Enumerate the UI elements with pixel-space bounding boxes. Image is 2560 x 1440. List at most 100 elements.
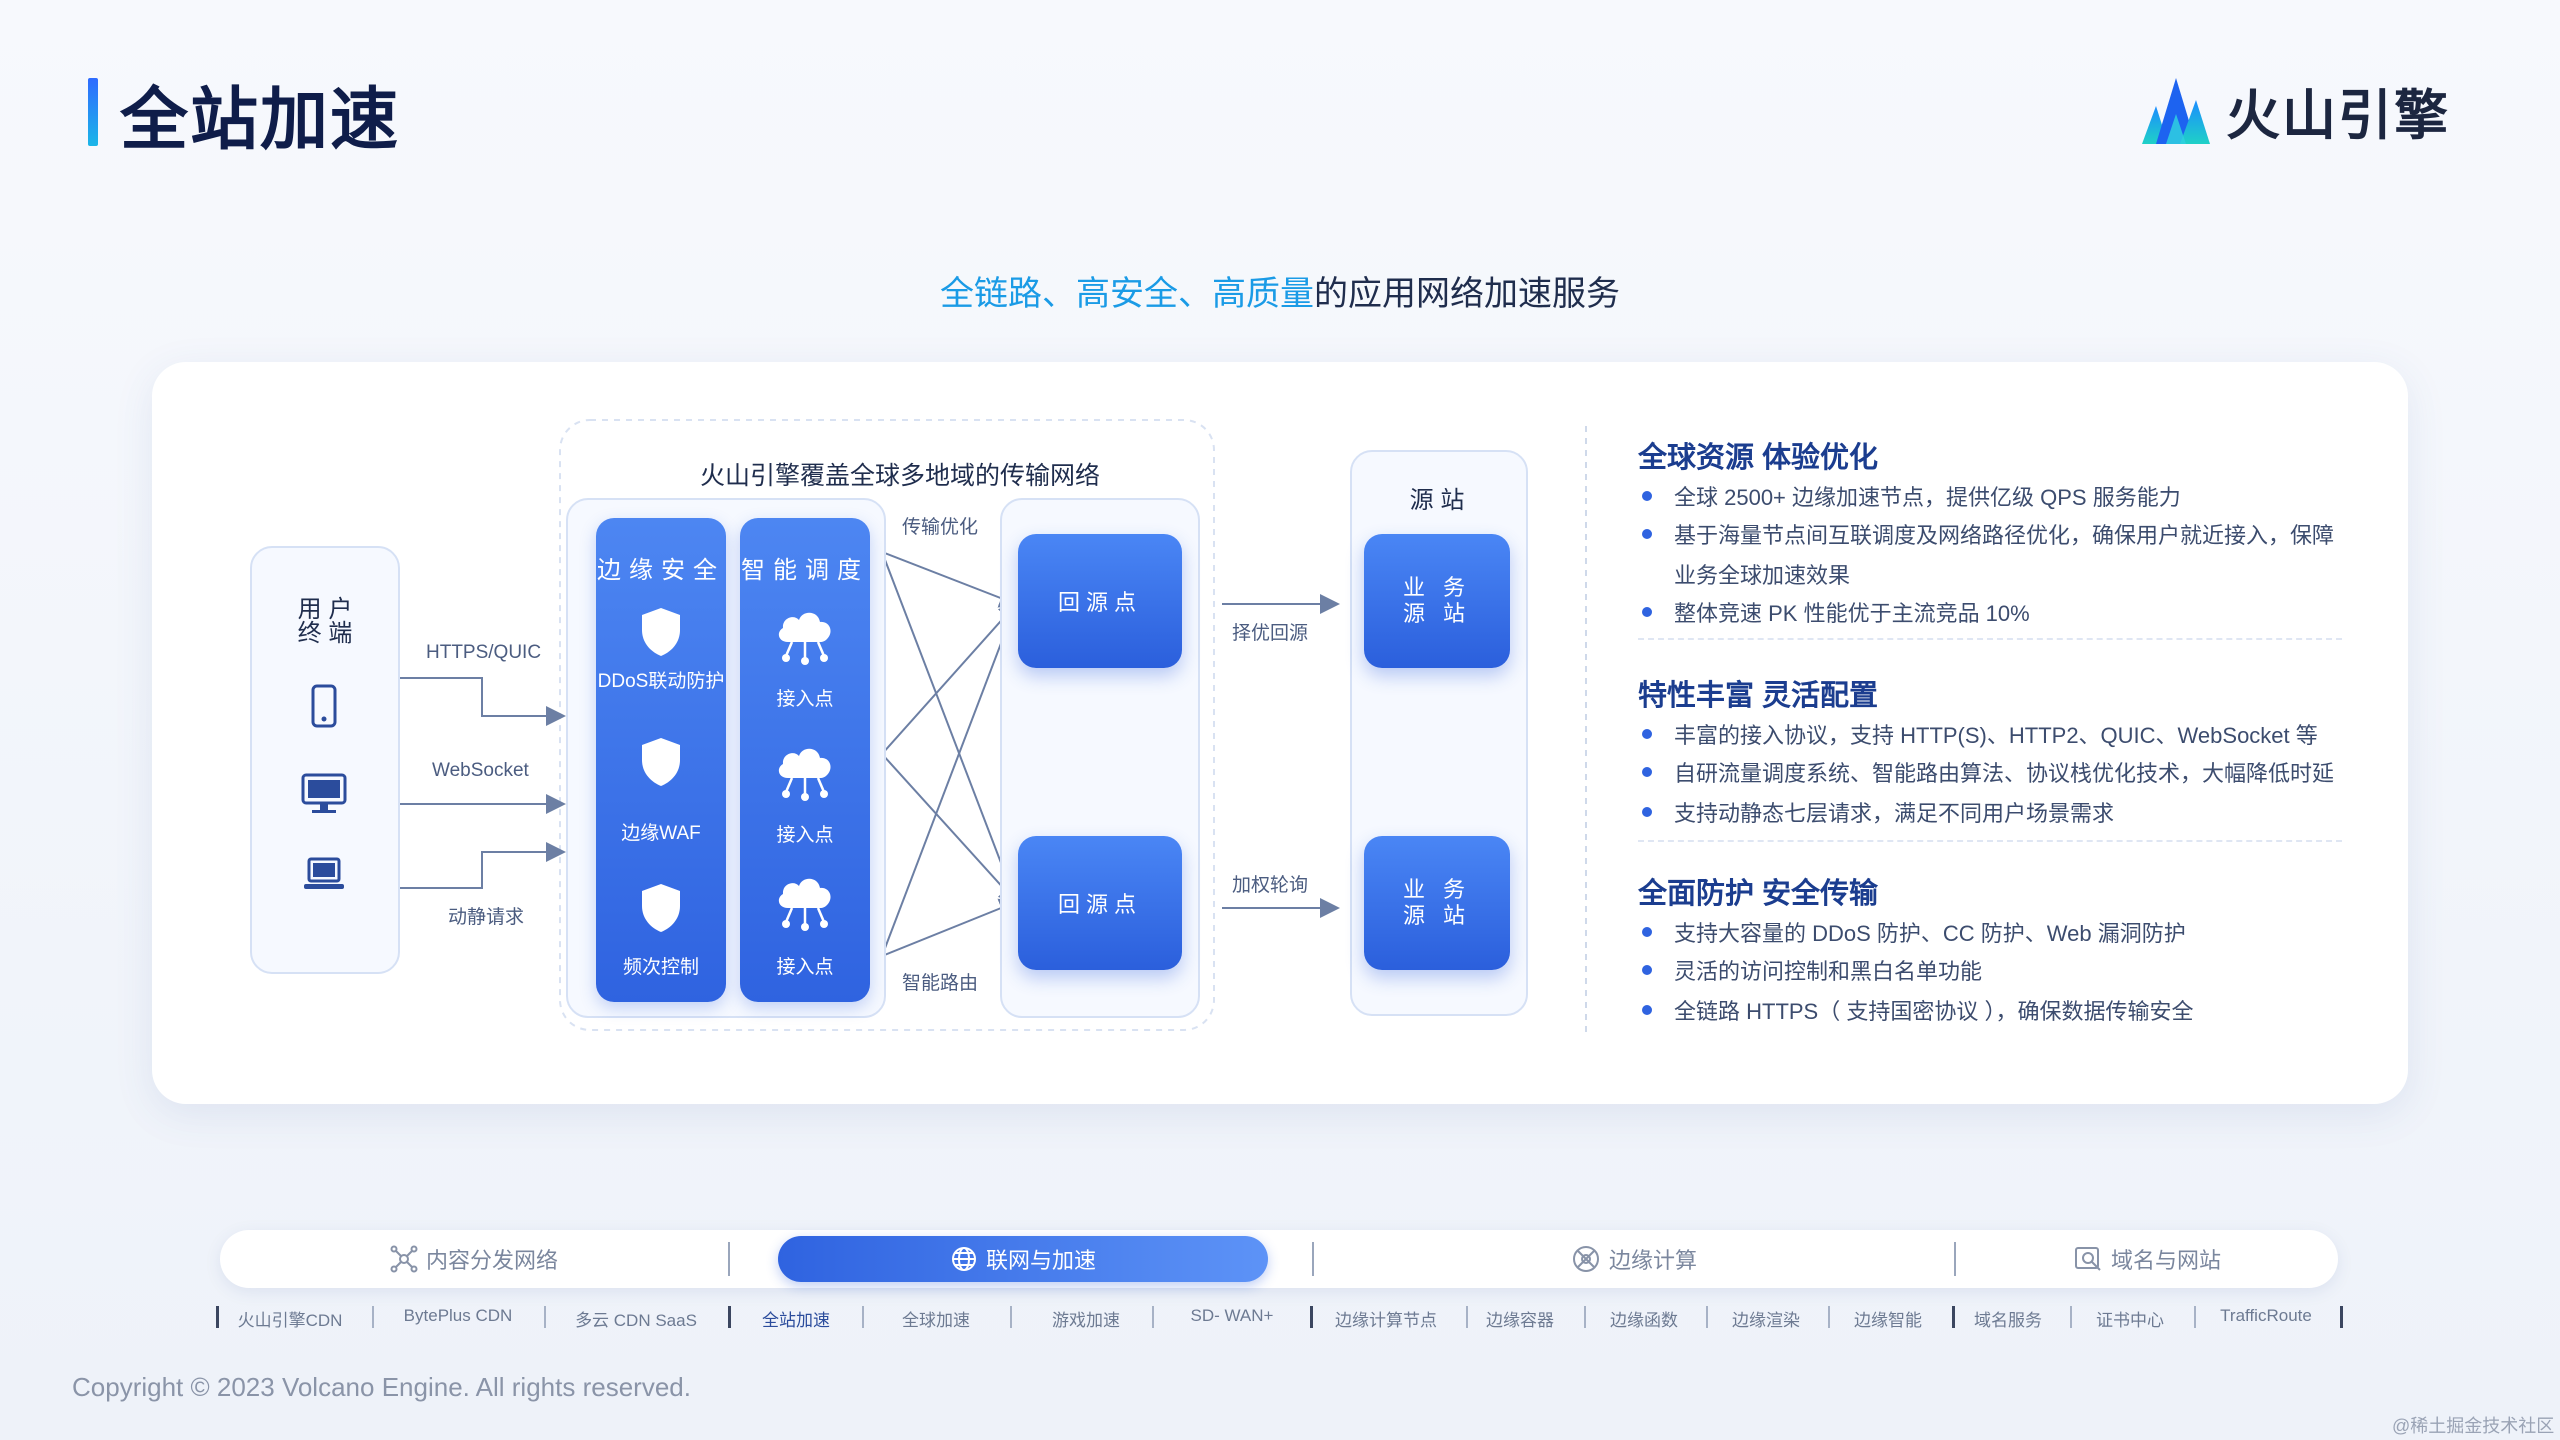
sub-item-trafficroute[interactable]: TrafficRoute xyxy=(2220,1306,2312,1325)
feature-bullet-text: 全球 2500+ 边缘加速节点，提供亿级 QPS 服务能力 xyxy=(1674,485,2181,510)
tab-content-delivery[interactable]: 内容分发网络 xyxy=(220,1230,728,1288)
bullet-dot xyxy=(1642,807,1652,817)
tab-networking-acceleration[interactable]: 联网与加速 xyxy=(778,1230,1268,1288)
cloud-network-icon xyxy=(778,612,831,665)
origin-point-1: 回源点 xyxy=(1018,534,1182,668)
network-icon xyxy=(390,1245,418,1273)
sub-item-certificate[interactable]: 证书中心 xyxy=(2096,1311,2164,1330)
sub-item-edge-node[interactable]: 边缘计算节点 xyxy=(1335,1311,1437,1330)
sub-item-global-acceleration[interactable]: 全球加速 xyxy=(902,1311,970,1330)
sub-item-byteplus-cdn[interactable]: BytePlus CDN xyxy=(403,1306,513,1325)
shield-icon xyxy=(642,884,680,932)
bullet-dot xyxy=(1642,729,1652,739)
sub-item-edge-render[interactable]: 边缘渲染 xyxy=(1732,1311,1800,1330)
sub-divider xyxy=(1310,1306,1313,1328)
sub-item-site-acceleration[interactable]: 全站加速 xyxy=(762,1311,830,1330)
user-terminal-label-line1: 用 户 xyxy=(297,596,353,623)
copyright-text: Copyright © 2023 Volcano Engine. All rig… xyxy=(72,1372,691,1402)
bullet-dot xyxy=(1642,607,1652,617)
mobile-icon xyxy=(311,684,337,728)
sub-divider xyxy=(1952,1306,1955,1328)
shield-icon xyxy=(642,738,680,786)
access-point-label-1: 接入点 xyxy=(776,689,834,710)
sub-item-multi-cloud-cdn[interactable]: 多云 CDN SaaS xyxy=(575,1311,697,1330)
tab-edge-computing-label: 边缘计算 xyxy=(1608,1248,1697,1273)
route-label-transport-optimization: 传输优化 xyxy=(902,517,979,538)
edge-security-item-ddos: DDoS联动防护 xyxy=(597,671,725,692)
sub-item-volcano-cdn[interactable]: 火山引擎CDN xyxy=(237,1311,343,1330)
bullet-dot xyxy=(1642,767,1652,777)
sub-divider xyxy=(2194,1306,2196,1328)
page-title: 全站加速 xyxy=(120,82,401,158)
edge-icon xyxy=(1572,1246,1599,1272)
sub-item-edge-function[interactable]: 边缘函数 xyxy=(1610,1311,1678,1330)
page-subtitle: 全链路、高安全、高质量的应用网络加速服务 xyxy=(0,266,2560,315)
sub-divider xyxy=(2070,1306,2072,1328)
shield-icon xyxy=(642,608,680,656)
sub-divider xyxy=(2340,1306,2343,1328)
feature-bullet: 支持大容量的 DDoS 防护、CC 防护、Web 漏洞防护 xyxy=(1638,916,2186,948)
sub-item-dns[interactable]: 域名服务 xyxy=(1974,1311,2042,1330)
feature-bullet-text: 自研流量调度系统、智能路由算法、协议栈优化技术，大幅降低时延 xyxy=(1674,761,2335,786)
protocol-https-quic: HTTPS/QUIC xyxy=(426,642,542,663)
feature-bullet: 自研流量调度系统、智能路由算法、协议栈优化技术，大幅降低时延 xyxy=(1638,756,2334,788)
section-divider xyxy=(1638,638,2342,640)
feature-bullet-text: 灵活的访问控制和黑白名单功能 xyxy=(1674,959,1983,984)
feature-bullet-text: 支持大容量的 DDoS 防护、CC 防护、Web 漏洞防护 xyxy=(1674,921,2186,946)
domain-icon xyxy=(2074,1247,2101,1271)
subtitle-rest: 的应用网络加速服务 xyxy=(1314,275,1620,313)
feature-bullet: 全链路 HTTPS（ 支持国密协议 ），确保数据传输安全 xyxy=(1638,994,2193,1026)
smart-scheduling-title: 智能调度 xyxy=(741,557,869,584)
globe-icon xyxy=(951,1247,976,1271)
section-divider xyxy=(1638,840,2342,842)
user-terminal-label: 用 户 终 端 xyxy=(250,598,400,646)
feature-bullet: 整体竞速 PK 性能优于主流竞品 10% xyxy=(1638,596,2030,628)
feature-bullet-continuation: 业务全球加速效果 xyxy=(1638,558,1850,590)
bullet-dot xyxy=(1642,965,1652,975)
nav-active-highlight xyxy=(778,1236,1268,1282)
logo-text: 火山引擎 xyxy=(2226,85,2450,146)
route-label-smart-routing: 智能路由 xyxy=(902,973,979,994)
title-accent-bar xyxy=(88,78,98,146)
feature-bullet-text: 业务全球加速效果 xyxy=(1674,563,1851,588)
tab-networking-acceleration-label: 联网与加速 xyxy=(985,1248,1096,1273)
mountain-logo-icon xyxy=(2142,78,2210,144)
nav-divider xyxy=(1954,1242,1956,1276)
sub-item-edge-ai[interactable]: 边缘智能 xyxy=(1854,1311,1922,1330)
edge-security-item-waf: 边缘WAF xyxy=(621,823,701,844)
bullet-dot xyxy=(1642,1005,1652,1015)
return-label-weighted: 加权轮询 xyxy=(1232,875,1309,896)
business-origin-2-line1: 业 务 xyxy=(1402,877,1472,902)
sub-divider xyxy=(372,1306,374,1328)
tab-domain-website[interactable]: 域名与网站 xyxy=(1956,1230,2338,1288)
tab-edge-computing[interactable]: 边缘计算 xyxy=(1314,1230,1954,1288)
protocol-dynamic-static: 动静请求 xyxy=(448,907,525,928)
bullet-dot xyxy=(1642,491,1652,501)
sub-item-edge-container[interactable]: 边缘容器 xyxy=(1486,1311,1554,1330)
business-origin-2-line2: 源 站 xyxy=(1402,903,1472,928)
feature-bullet-text: 支持动静态七层请求，满足不同用户场景需求 xyxy=(1674,801,2115,826)
desktop-icon xyxy=(301,773,347,813)
origin-point-2: 回源点 xyxy=(1018,836,1182,970)
nav-divider xyxy=(728,1242,730,1276)
sub-divider xyxy=(1152,1306,1154,1328)
sub-divider xyxy=(1010,1306,1012,1328)
sub-divider xyxy=(1706,1306,1708,1328)
sub-item-sd-wan[interactable]: SD- WAN+ xyxy=(1190,1306,1274,1325)
access-point-label-2: 接入点 xyxy=(776,825,834,846)
subtitle-highlight: 全链路、高安全、高质量 xyxy=(940,275,1314,313)
feature-bullet: 丰富的接入协议，支持 HTTP(S)、HTTP2、QUIC、WebSocket … xyxy=(1638,718,2318,750)
sub-divider xyxy=(1828,1306,1830,1328)
edge-security-item-rate-limit: 频次控制 xyxy=(622,957,699,978)
sub-item-game-acceleration[interactable]: 游戏加速 xyxy=(1052,1311,1120,1330)
feature-bullet-text: 全链路 HTTPS（ 支持国密协议 ），确保数据传输安全 xyxy=(1674,999,2194,1024)
feature-bullet: 基于海量节点间互联调度及网络路径优化，确保用户就近接入，保障 xyxy=(1638,518,2334,550)
bullet-dot xyxy=(1642,529,1652,539)
tab-domain-website-label: 域名与网站 xyxy=(2110,1248,2221,1273)
user-terminal-panel xyxy=(250,546,400,974)
laptop-icon xyxy=(304,857,344,889)
watermark-text: @稀土掘金技术社区 xyxy=(2392,1416,2555,1436)
feature-bullet: 支持动静态七层请求，满足不同用户场景需求 xyxy=(1638,796,2114,828)
cloud-network-icon xyxy=(778,748,831,801)
